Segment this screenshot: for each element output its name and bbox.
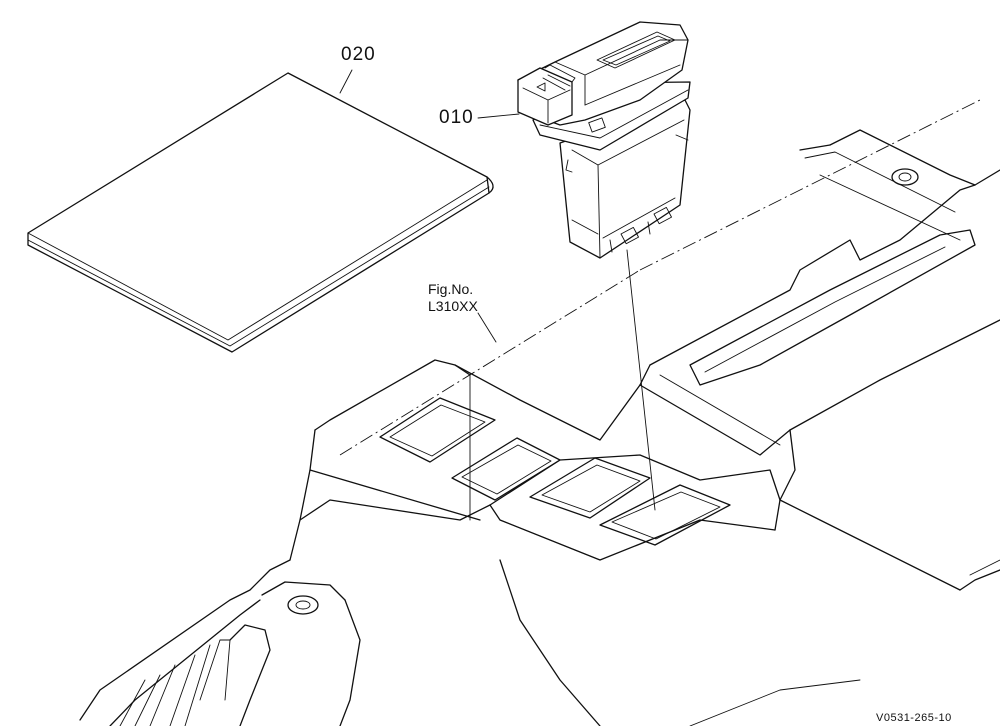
leader-010 xyxy=(477,113,520,119)
leader-figno xyxy=(477,312,497,343)
figure-reference-number: L310XX xyxy=(428,298,478,314)
drawing-code: V0531-265-10 xyxy=(876,712,952,724)
leader-020 xyxy=(339,69,353,94)
manual-sheet xyxy=(27,72,494,353)
figure-reference-label: Fig.No. xyxy=(428,281,474,297)
console-body xyxy=(79,129,1000,726)
callout-010: 010 xyxy=(439,107,474,128)
reference-lines xyxy=(339,99,981,511)
rocker-switch xyxy=(517,21,691,259)
figure-reference: Fig.No. L310XX xyxy=(428,281,478,315)
callout-020: 020 xyxy=(341,44,376,65)
